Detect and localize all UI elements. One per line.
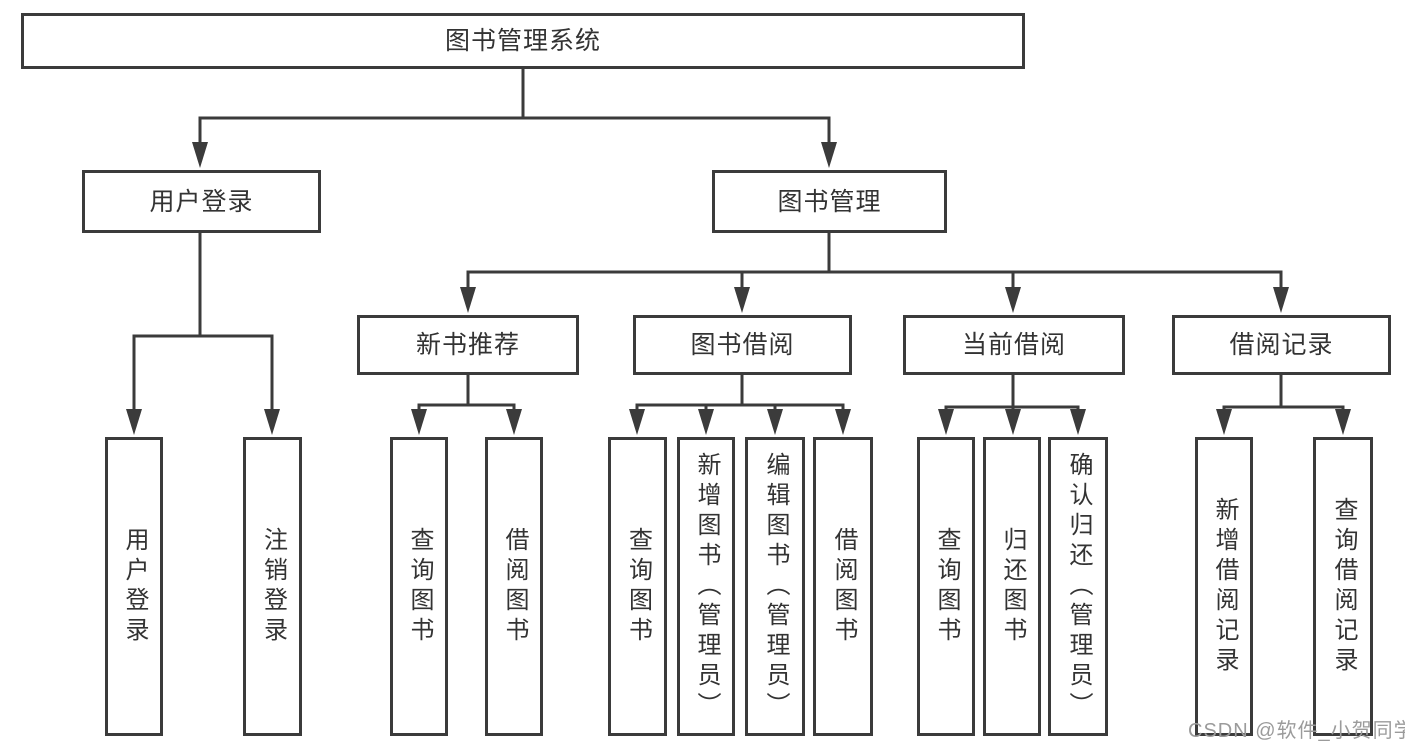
leaf-return-book-label: 归还图书 bbox=[999, 526, 1026, 647]
leaf-logout-label: 注销登录 bbox=[259, 526, 287, 647]
leaf-confirm-return-admin-label: 确认归还（管理员） bbox=[1065, 451, 1092, 722]
leaf-borrow-book-borrow-label: 借阅图书 bbox=[830, 526, 857, 647]
node-root: 图书管理系统 bbox=[21, 13, 1025, 69]
leaf-logout: 注销登录 bbox=[243, 437, 302, 736]
leaf-query-borrow-record: 查询借阅记录 bbox=[1313, 437, 1373, 736]
node-book-management-label: 图书管理 bbox=[777, 187, 882, 216]
leaf-add-borrow-record: 新增借阅记录 bbox=[1195, 437, 1253, 736]
leaf-borrow-book-recommend: 借阅图书 bbox=[485, 437, 543, 736]
leaf-borrow-book-borrow: 借阅图书 bbox=[813, 437, 873, 736]
leaf-add-borrow-record-label: 新增借阅记录 bbox=[1211, 496, 1238, 677]
node-new-book-recommend: 新书推荐 bbox=[357, 315, 579, 375]
node-borrow-records-label: 借阅记录 bbox=[1229, 331, 1334, 359]
node-current-borrow-label: 当前借阅 bbox=[961, 331, 1066, 359]
node-new-book-recommend-label: 新书推荐 bbox=[415, 331, 520, 359]
leaf-user-login: 用户登录 bbox=[105, 437, 163, 736]
leaf-edit-book-admin: 编辑图书（管理员） bbox=[745, 437, 805, 736]
leaf-user-login-label: 用户登录 bbox=[121, 526, 148, 647]
leaf-return-book: 归还图书 bbox=[983, 437, 1041, 736]
leaf-edit-book-admin-label: 编辑图书（管理员） bbox=[762, 451, 789, 722]
leaf-query-borrow-record-label: 查询借阅记录 bbox=[1330, 496, 1357, 677]
leaf-query-book-current-label: 查询图书 bbox=[933, 526, 960, 647]
leaf-query-book-recommend-label: 查询图书 bbox=[406, 526, 433, 647]
node-user-login-label: 用户登录 bbox=[149, 187, 254, 216]
leaf-query-book-current: 查询图书 bbox=[917, 437, 975, 736]
node-current-borrow: 当前借阅 bbox=[903, 315, 1125, 375]
node-borrow-records: 借阅记录 bbox=[1172, 315, 1391, 375]
csdn-watermark: CSDN @软件_小贺同学 bbox=[1188, 720, 1405, 742]
leaf-query-book-borrow: 查询图书 bbox=[608, 437, 667, 736]
node-book-management: 图书管理 bbox=[712, 170, 947, 233]
node-book-borrow: 图书借阅 bbox=[633, 315, 852, 375]
node-user-login: 用户登录 bbox=[82, 170, 321, 233]
node-book-borrow-label: 图书借阅 bbox=[690, 331, 795, 359]
leaf-borrow-book-recommend-label: 借阅图书 bbox=[501, 526, 528, 647]
leaf-query-book-borrow-label: 查询图书 bbox=[624, 526, 652, 647]
leaf-add-book-admin: 新增图书（管理员） bbox=[677, 437, 735, 736]
leaf-add-book-admin-label: 新增图书（管理员） bbox=[693, 451, 720, 722]
node-root-label: 图书管理系统 bbox=[444, 27, 601, 55]
leaf-confirm-return-admin: 确认归还（管理员） bbox=[1048, 437, 1108, 736]
leaf-query-book-recommend: 查询图书 bbox=[390, 437, 448, 736]
